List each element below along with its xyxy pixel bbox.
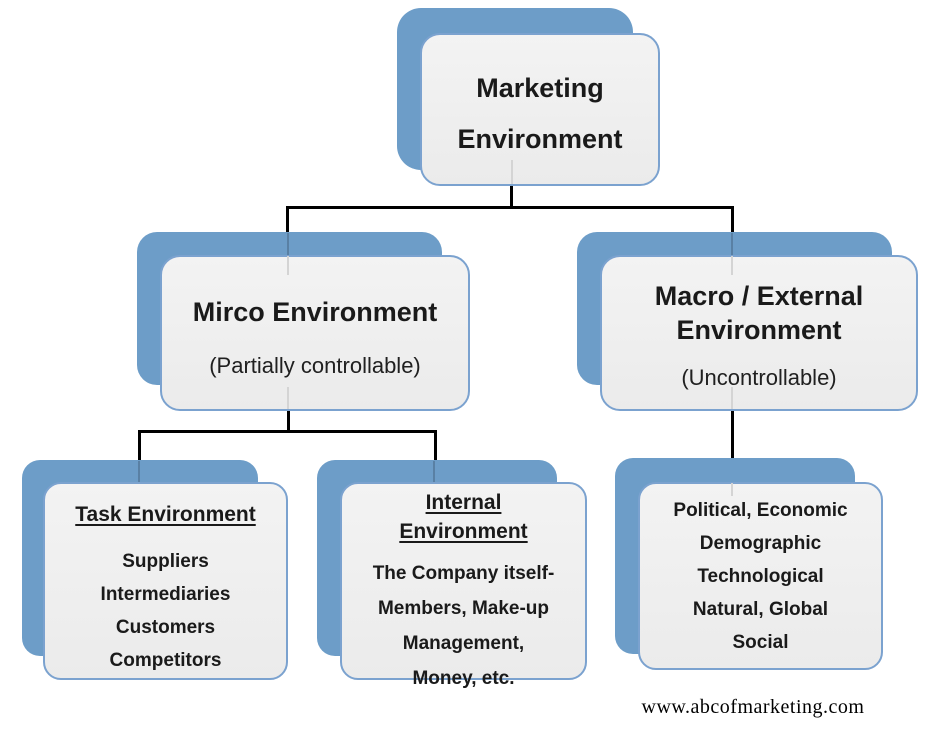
connector-root-vertical — [510, 185, 513, 209]
connector-micro-vertical — [287, 409, 290, 433]
task-item: Customers — [115, 617, 216, 638]
connector-ghost-macro-blue — [731, 233, 733, 255]
factors-item: Demographic — [699, 533, 822, 554]
macro-subtitle: (Uncontrollable) — [681, 365, 837, 390]
factors-item: Technological — [697, 566, 824, 587]
connector-ghost-marketing — [511, 160, 513, 184]
connector-macro-to-factors — [731, 409, 734, 458]
micro-title: Mirco Environment — [192, 297, 438, 327]
marketing-node: Marketing Environment — [420, 33, 660, 186]
internal-item: Management, — [402, 633, 525, 654]
connector-level2-horizontal — [138, 430, 437, 433]
connector-ghost-macro-top — [731, 256, 733, 275]
connector-drop-task — [138, 430, 141, 460]
factors-item: Political, Economic — [673, 500, 848, 521]
task-heading: Task Environment — [75, 503, 256, 526]
internal-heading-line2: Environment — [399, 520, 528, 543]
factors-item: Natural, Global — [692, 599, 829, 620]
internal-heading-line1: Internal — [425, 491, 502, 514]
connector-drop-macro — [731, 206, 734, 234]
marketing-title-line2: Environment — [457, 124, 623, 154]
internal-item: Money, etc. — [412, 668, 515, 689]
connector-drop-internal — [434, 430, 437, 460]
connector-ghost-internal-blue — [433, 461, 435, 482]
connector-ghost-macro-bottom — [731, 387, 733, 409]
marketing-title-line1: Marketing — [476, 73, 604, 103]
internal-node: Internal Environment The Company itself-… — [340, 482, 587, 689]
watermark-text: www.abcofmarketing.com — [641, 696, 865, 718]
connector-ghost-factors-top — [731, 483, 733, 496]
internal-item: Members, Make-up — [377, 598, 550, 619]
micro-node: Mirco Environment (Partially controllabl… — [160, 255, 470, 411]
connector-ghost-micro-blue — [287, 233, 289, 255]
micro-subtitle: (Partially controllable) — [209, 353, 421, 378]
macro-title-line2: Environment — [676, 315, 842, 345]
task-item: Intermediaries — [100, 584, 231, 605]
task-node: Task Environment Suppliers Intermediarie… — [43, 482, 288, 680]
factors-node: Political, Economic Demographic Technolo… — [638, 482, 883, 670]
connector-ghost-micro-top — [287, 256, 289, 275]
macro-node: Macro / External Environment (Uncontroll… — [600, 255, 918, 411]
task-item: Suppliers — [122, 551, 209, 572]
task-item: Competitors — [109, 650, 222, 671]
connector-ghost-micro-bottom — [287, 387, 289, 409]
connector-drop-micro — [286, 206, 289, 234]
connector-level1-horizontal — [286, 206, 734, 209]
macro-title-line1: Macro / External — [654, 281, 864, 311]
connector-ghost-task-blue — [138, 461, 140, 482]
internal-item: The Company itself- — [372, 563, 555, 584]
factors-item: Social — [732, 632, 789, 653]
